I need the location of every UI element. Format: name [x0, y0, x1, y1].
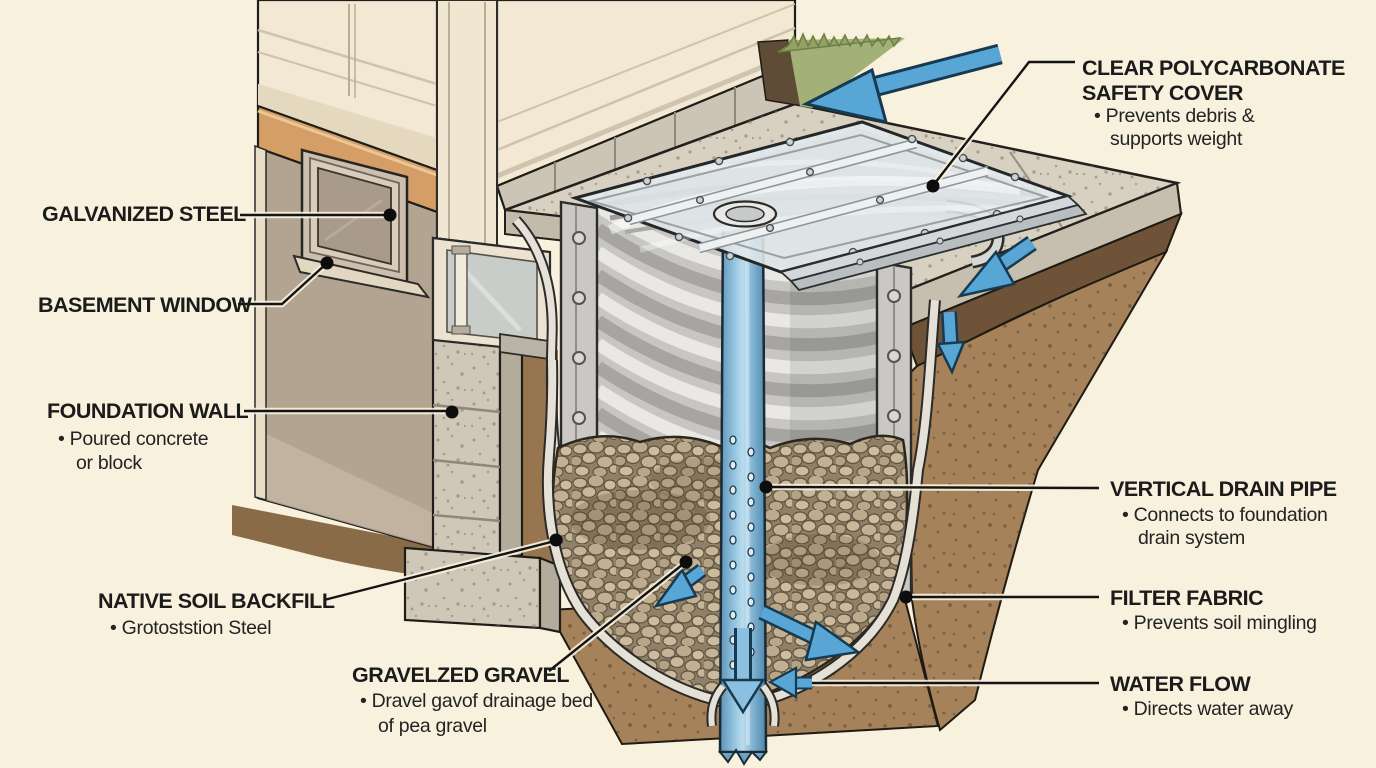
label-basement-window: BASEMENT WINDOW	[38, 293, 253, 317]
arrow-in-pipe	[720, 628, 766, 715]
ground-under-wall	[232, 505, 437, 578]
label-safety-cover: SAFETY COVER	[1082, 81, 1244, 105]
label-clear-polycarbonate: CLEAR POLYCARBONATE	[1082, 56, 1345, 80]
label-cover-bullet: • Prevents debris &	[1094, 105, 1255, 127]
label-gravelzed-gravel: GRAVELZED GRAVEL	[352, 663, 569, 687]
grass-patch	[757, 32, 905, 108]
callout-labels: GALVANIZED STEEL BASEMENT WINDOW FOUNDAT…	[38, 56, 1346, 737]
arrow-slab	[956, 236, 1037, 299]
leader-dots	[320, 179, 940, 604]
arrow-gravel-right	[758, 604, 862, 662]
arrow-gravel-left	[652, 564, 707, 609]
window-mullion	[454, 247, 468, 335]
label-cover-bullet2: supports weight	[1110, 128, 1243, 150]
cover-braces	[628, 137, 990, 254]
label-water-bullet: • Directs water away	[1122, 698, 1294, 720]
label-galvanized-steel: GALVANIZED STEEL	[42, 202, 246, 226]
corner-post	[436, 0, 498, 252]
label-gravel-bullet2: of pea gravel	[378, 715, 487, 737]
arrow-into-soil	[936, 311, 966, 376]
label-native-soil-bullet: • Grotoststion Steel	[110, 617, 271, 639]
cutaway-basement-window	[431, 236, 557, 362]
water-flow-pointer	[767, 666, 812, 699]
pipe-perforations	[729, 435, 755, 670]
label-pipe-bullet2: drain system	[1138, 527, 1245, 549]
pipe-collar	[712, 200, 778, 228]
label-foundation-wall-bullet2: or block	[76, 452, 142, 474]
callout-leaders	[238, 58, 1100, 699]
grass-blades	[777, 32, 902, 53]
label-gravel-bullet: • Dravel gavof drainage bed	[360, 690, 593, 712]
label-foundation-wall-bullet: • Poured concrete	[58, 428, 208, 450]
label-native-soil-backfill: NATIVE SOIL BACKFILL	[98, 589, 335, 613]
polycarbonate-cover	[569, 120, 1088, 292]
label-vertical-drain-pipe: VERTICAL DRAIN PIPE	[1110, 477, 1337, 501]
corner-trim	[254, 144, 267, 501]
arrow-top	[801, 43, 1003, 125]
label-foundation-wall: FOUNDATION WALL	[47, 399, 248, 423]
label-pipe-bullet: • Connects to foundation	[1122, 504, 1328, 526]
label-filter-fabric: FILTER FABRIC	[1110, 586, 1263, 610]
label-fabric-bullet: • Prevents soil mingling	[1122, 612, 1317, 634]
water-flow-arrows	[652, 43, 1037, 715]
label-water-flow: WATER FLOW	[1110, 672, 1252, 696]
topsoil-band	[901, 212, 1183, 368]
